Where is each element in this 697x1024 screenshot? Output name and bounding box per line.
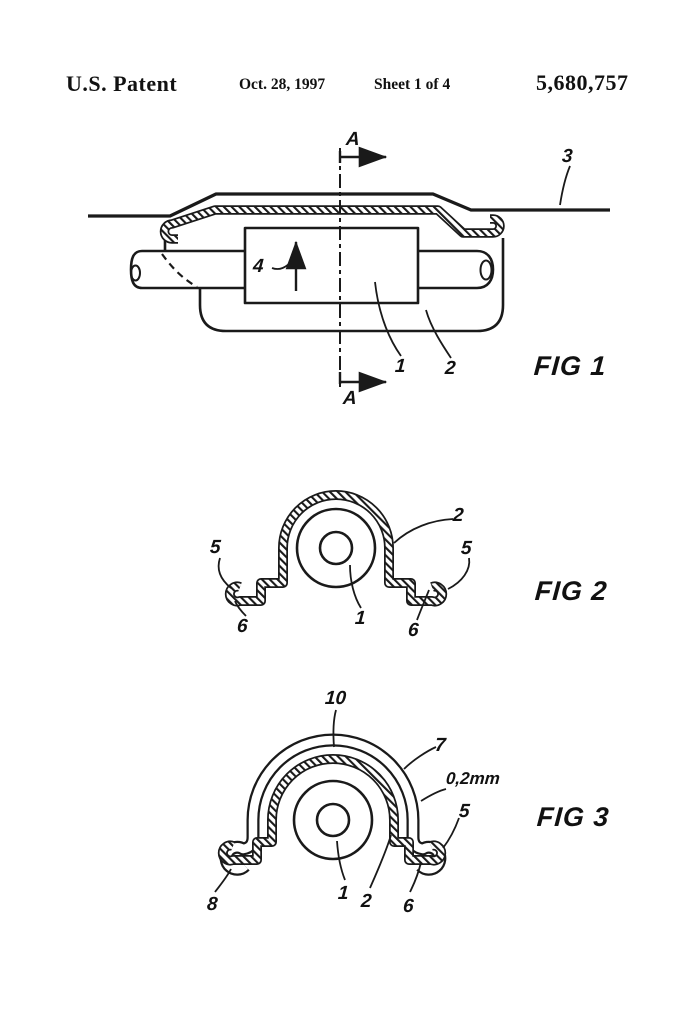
fig3-ref-2: 2 [360, 891, 373, 912]
fig2-bracket-strap [224, 490, 448, 607]
fig1-floor-line [88, 192, 610, 218]
fig3-ref-8: 8 [206, 894, 219, 915]
fig1-leader-lines [271, 165, 571, 359]
fig2-ref-1: 1 [354, 608, 367, 629]
fig1-ref-1: 1 [394, 356, 407, 377]
fig2-line-art [217, 490, 471, 621]
fig1-housing-outline [198, 238, 505, 333]
patent-number: 5,680,757 [536, 70, 629, 95]
fig1-hidden-line [161, 253, 198, 288]
fig2-leader-lines [217, 518, 471, 621]
fig3-leader-lines [214, 709, 460, 893]
fig3-gap-dimension: 0,2mm [445, 769, 501, 788]
fig2-shaft-hole [318, 530, 354, 566]
fig1-ref-4: 4 [252, 256, 265, 277]
fig1-shaft-end-left [130, 264, 141, 282]
fig3-caption: FIG 3 [535, 802, 611, 832]
fig2-ref-2: 2 [452, 505, 465, 526]
fig3-ref-7: 7 [434, 735, 447, 756]
fig1-bracket-strap [159, 205, 505, 244]
fig3-ref-5: 5 [458, 801, 471, 822]
fig1-bushing-block [243, 226, 420, 305]
fig2-ref-5-right: 5 [460, 538, 473, 559]
fig2-ref-6-left: 6 [236, 616, 249, 637]
sheet-number: Sheet 1 of 4 [374, 76, 451, 93]
fig3-shaft-hole [315, 802, 351, 838]
fig3-bracket-strap [217, 754, 447, 866]
fig1-section-label-a-top: A [345, 129, 361, 150]
fig1-shaft-end-right [479, 259, 493, 281]
fig3-ref-6: 6 [402, 896, 415, 917]
fig1-line-art [88, 146, 610, 393]
fig1-ref-2: 2 [444, 358, 457, 379]
fig1-caption: FIG 1 [532, 351, 608, 381]
patent-title: U.S. Patent [66, 71, 178, 96]
fig2-ref-6-right: 6 [407, 620, 420, 641]
patent-date: Oct. 28, 1997 [239, 76, 326, 93]
fig1-section-label-a-bottom: A [342, 388, 358, 409]
fig1-ref-3: 3 [561, 146, 574, 167]
fig2-caption: FIG 2 [533, 576, 609, 606]
fig2-ref-5-left: 5 [209, 537, 222, 558]
fig3-ref-1: 1 [337, 883, 350, 904]
fig3-line-art [214, 709, 460, 893]
fig3-ref-10: 10 [324, 688, 347, 709]
